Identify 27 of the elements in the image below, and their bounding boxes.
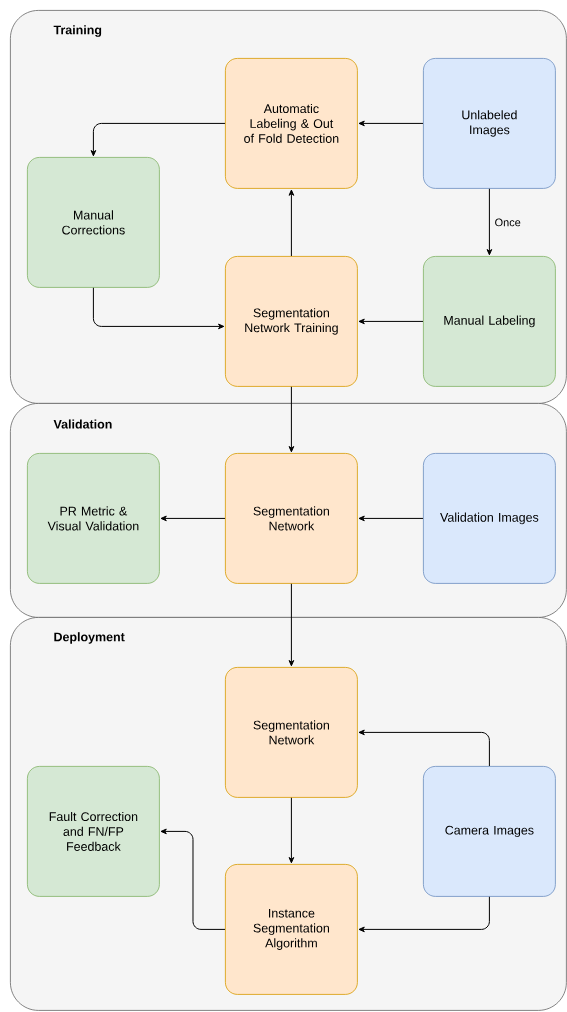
process-box: Unlabeled Images [423,58,556,189]
arrow [358,120,424,127]
arrow [358,729,490,767]
process-box: Segmentation Network [225,667,358,798]
arrow [288,583,295,667]
process-box: Fault Correction and FN/FP Feedback [27,766,160,897]
arrow [358,318,424,325]
process-box: Automatic Labeling & Out of Fold Detection [225,58,358,189]
arrow [358,896,490,933]
process-box: Manual Labeling [423,256,556,387]
process-box: Validation Images [423,453,556,584]
process-box: Manual Corrections [27,157,160,288]
arrow [288,386,295,453]
process-box: Instance Segmentation Algorithm [225,864,358,995]
arrow [92,287,225,330]
process-box: PR Metric & Visual Validation [27,453,160,584]
arrow [288,797,295,864]
process-box: Segmentation Network [225,453,358,584]
arrow [288,189,295,257]
arrow [358,515,424,522]
arrow [160,515,226,522]
process-box: Camera Images [423,766,556,897]
arrow [90,122,226,157]
arrow [486,188,493,256]
arrow [160,828,226,930]
process-box: Segmentation Network Training [225,256,358,387]
edge-label: Once [493,217,522,228]
